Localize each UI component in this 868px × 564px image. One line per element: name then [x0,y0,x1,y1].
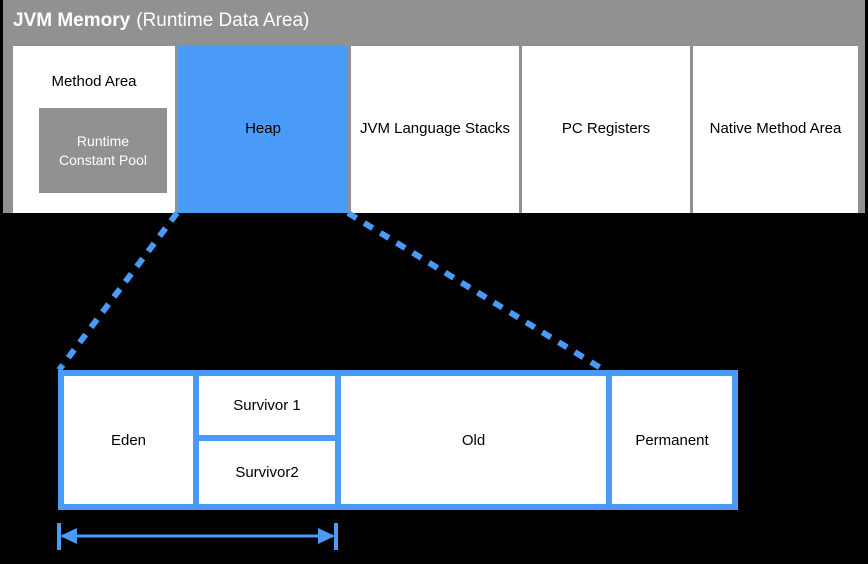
runtime-constant-pool-line2: Constant Pool [59,151,147,168]
runtime-area-label: PC Registers [561,120,651,138]
heap-region-survivor-1: Survivor 1 [199,376,335,435]
jvm-memory-header: JVM Memory (Runtime Data Area) [3,0,865,41]
connector-line-right [346,210,606,373]
page-title: JVM Memory [13,9,131,31]
runtime-area-native-method-area: Native Method Area [693,46,858,213]
runtime-area-label: Native Method Area [709,120,842,138]
heap-region-label: Permanent [635,431,709,449]
heap-region-label: Survivor 1 [233,397,301,414]
heap-region-label: Eden [110,431,147,449]
connector-line-left [56,211,180,372]
runtime-area-pc-registers: PC Registers [522,46,690,213]
page-subtitle: (Runtime Data Area) [136,9,310,31]
heap-region-permanent: Permanent [612,376,732,504]
heap-region-old: Old [341,376,606,504]
heap-detail-container: Eden Survivor 1 Survivor2 Old Permanent [58,370,738,510]
heap-region-survivor-2: Survivor2 [199,441,335,504]
runtime-constant-pool-box: Runtime Constant Pool [39,108,167,193]
arrowhead-right-icon [318,528,335,544]
runtime-area-heap: Heap [178,46,348,213]
runtime-area-jvm-language-stacks: JVM Language Stacks [351,46,519,213]
runtime-area-method-area: Method Area Runtime Constant Pool [13,46,175,213]
runtime-area-label: Heap [245,120,281,138]
heap-region-label: Old [461,431,486,449]
jvm-memory-container: JVM Memory (Runtime Data Area) Method Ar… [3,0,865,213]
runtime-area-label: Method Area [51,73,137,90]
heap-region-eden: Eden [64,376,193,504]
runtime-area-label: JVM Language Stacks [359,120,511,138]
runtime-constant-pool-line1: Runtime [76,133,130,150]
arrowhead-left-icon [60,528,77,544]
heap-region-label: Survivor2 [235,464,299,481]
